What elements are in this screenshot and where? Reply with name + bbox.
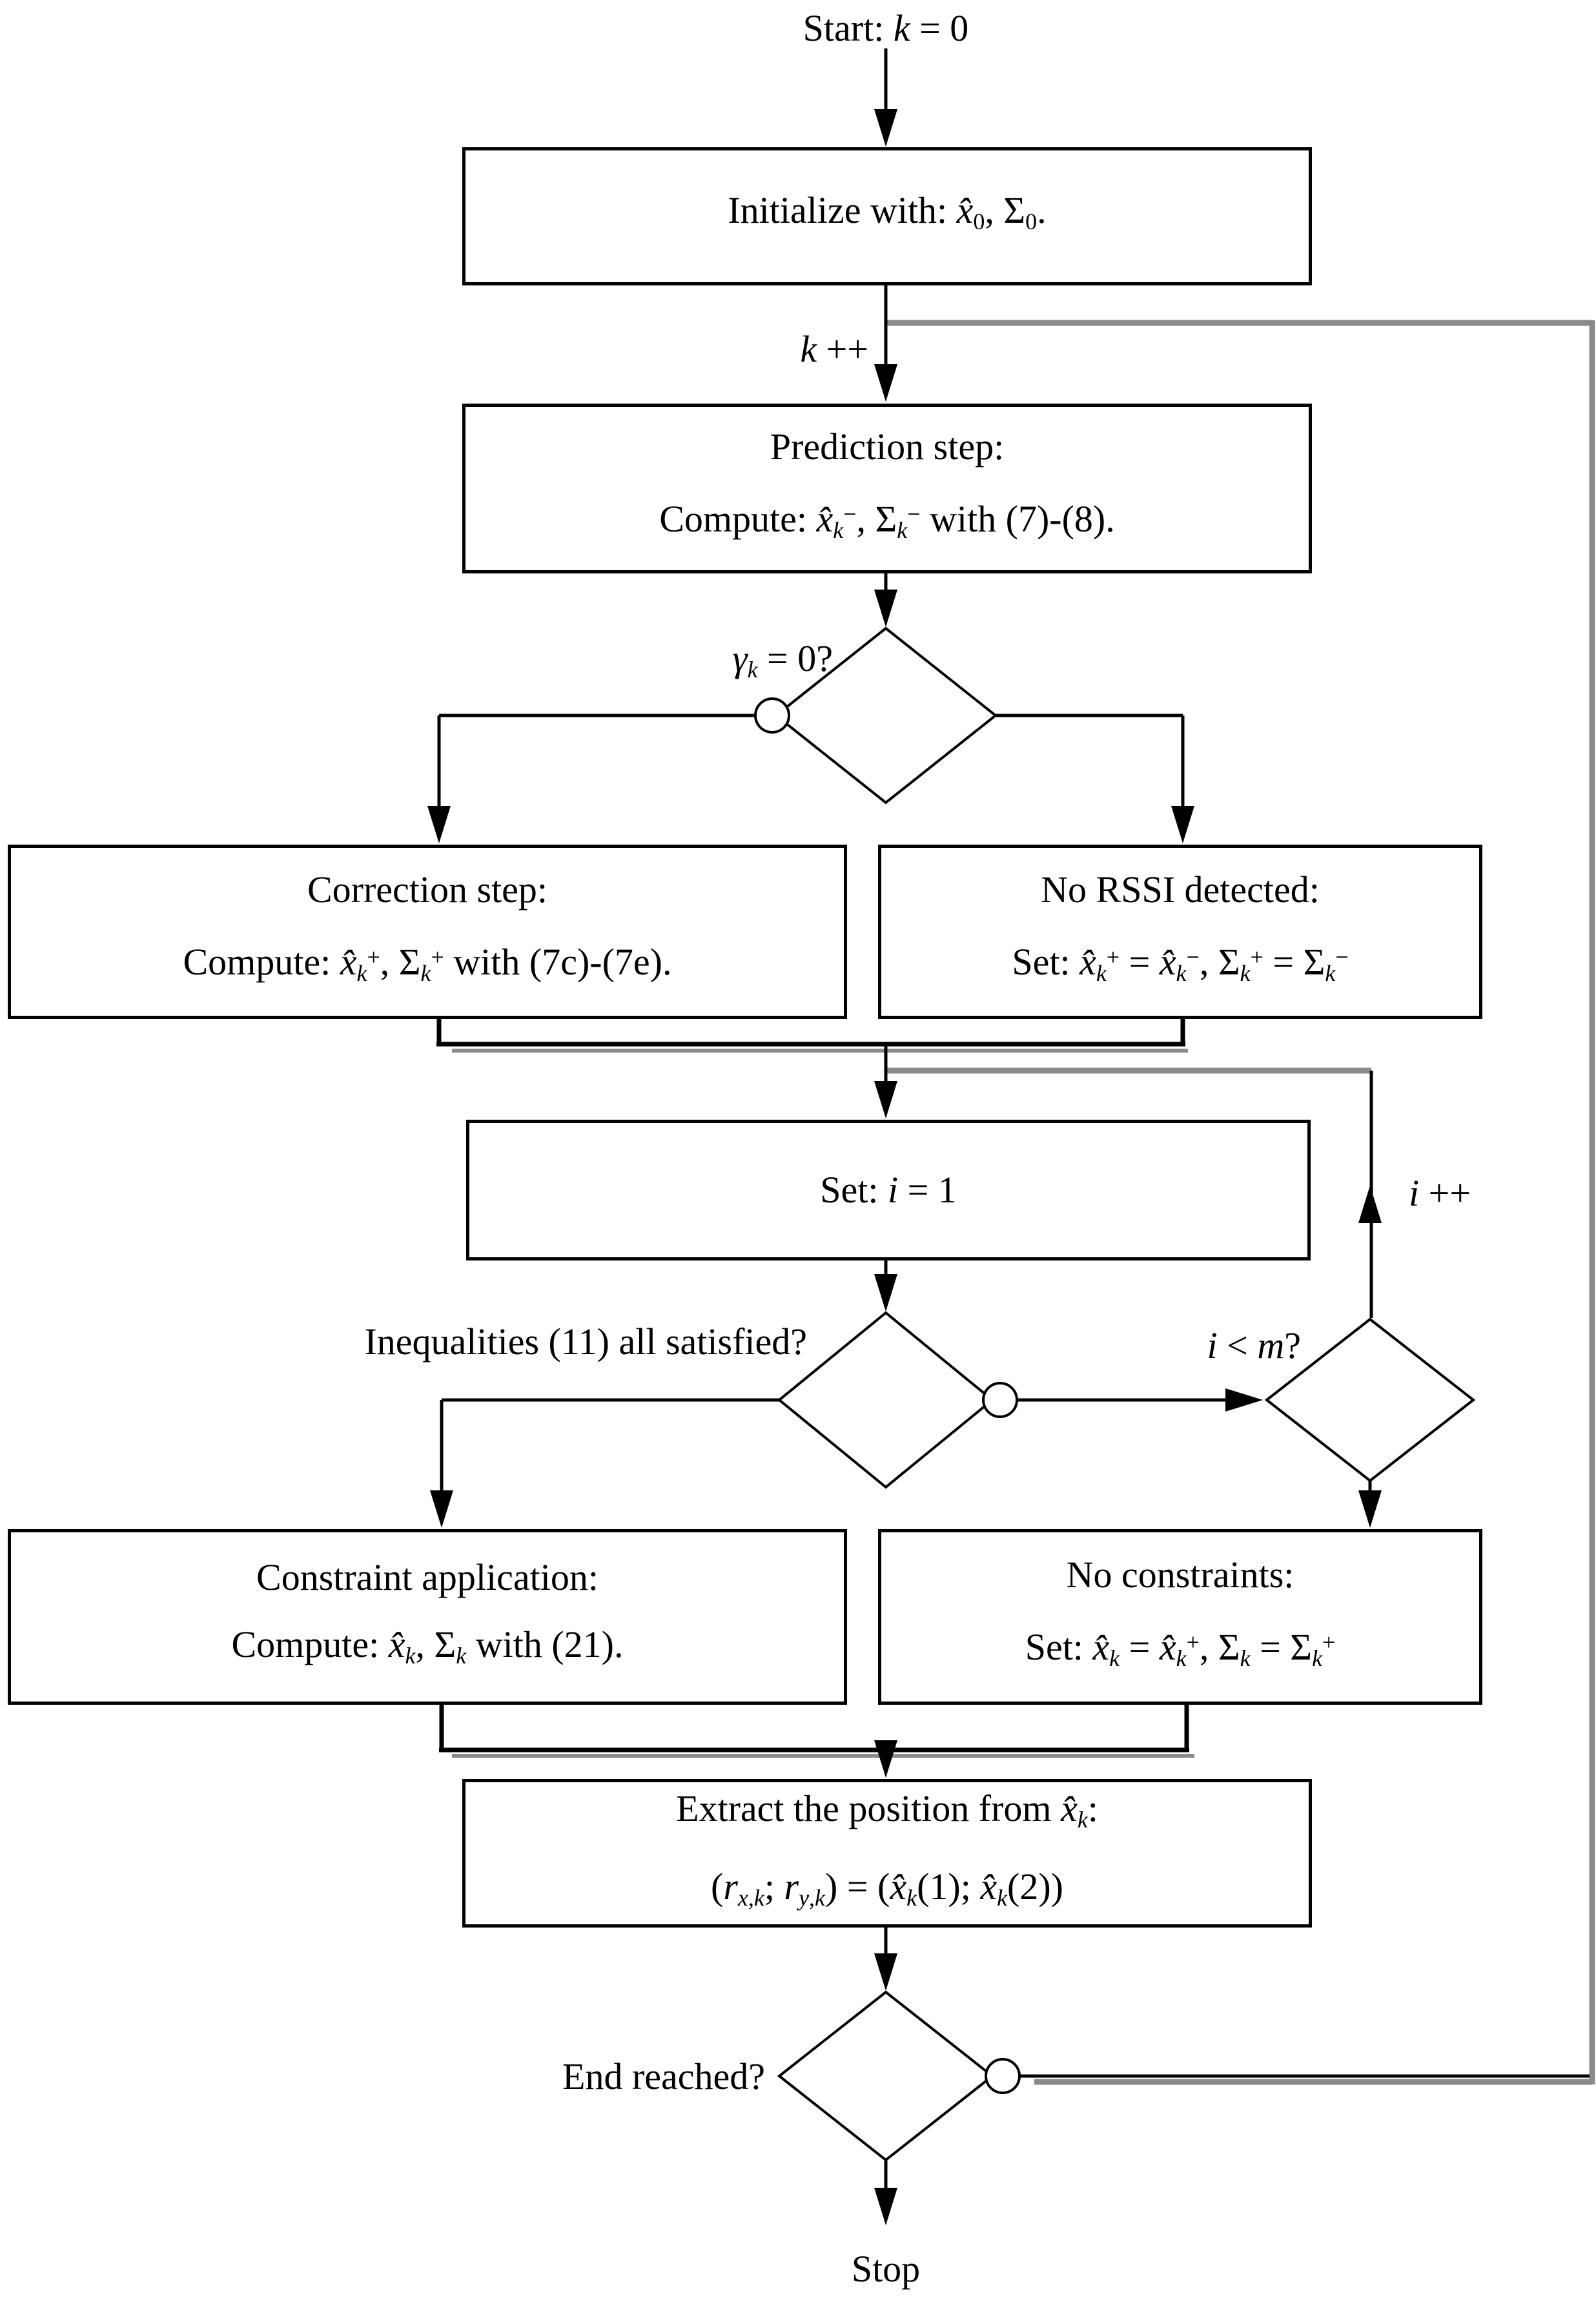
iterations-decision-label: i < m? [1207,1324,1301,1366]
merge1-junction-lines [436,1019,1185,1047]
i-increment-label: i ++ [1409,1172,1471,1214]
extract-position-box-line2: (rx,k; ry,k) = (x̂k(1); x̂k(2)) [711,1866,1063,1911]
correction-box-line1: Correction step: [307,869,548,911]
arrowhead-into-iterations-decision [1225,1388,1263,1412]
set-iteration-box-text: Set: i = 1 [820,1169,957,1211]
arrowhead-into-initialize [874,109,897,147]
extract-position-box-line1: Extract the position from x̂k: [676,1787,1098,1833]
initialize-box-text: Initialize with: x̂0, Σ0. [728,189,1047,235]
no-rssi-box-line2: Set: x̂k+ = x̂k−, Σk+ = Σk− [1012,941,1349,987]
arrowhead-into-extract [874,1740,897,1778]
prediction-box: Prediction step: Compute: x̂k−, Σk− with… [462,404,1312,573]
prediction-box-line1: Prediction step: [770,425,1005,468]
initialize-box: Initialize with: x̂0, Σ0. [462,147,1312,285]
arrowhead-into-inequality-decision [874,1274,897,1311]
arrowhead-into-prediction [874,364,897,402]
arrowhead-into-constraint [430,1490,453,1528]
arrowhead-into-rssi-decision [874,590,897,627]
end-decision-diamond [777,1990,995,2162]
merge2-junction-lines [439,1705,1189,1753]
correction-box: Correction step: Compute: x̂k+, Σk+ with… [8,845,847,1019]
arrowhead-into-noconstraints [1358,1490,1382,1528]
k-increment-label: k ++ [800,328,868,370]
prediction-box-line2: Compute: x̂k−, Σk− with (7)-(8). [659,498,1115,544]
end-decision-label: End reached? [562,2055,765,2097]
arrowhead-into-stop [874,2188,897,2225]
arrowhead-into-norssi [1171,806,1194,843]
constraint-box: Constraint application: Compute: x̂k, Σk… [8,1529,847,1705]
edge-rssi-yes-to-norssi [996,714,1185,807]
rssi-decision-label: γk = 0? [732,637,833,683]
inequality-decision-diamond [777,1311,995,1489]
rssi-no-circle [754,697,790,734]
rssi-decision-diamond [773,626,998,805]
inequality-decision-label: Inequalities (11) all satisfied? [364,1321,807,1363]
edge-inequality-yes-to-constraint [440,1398,779,1492]
end-no-circle [985,2058,1021,2094]
constraint-box-line1: Constraint application: [256,1556,598,1599]
start-label: Start: k = 0 [803,7,969,49]
inequality-no-circle [982,1382,1018,1418]
edge-rssi-no-to-correction [437,714,758,807]
correction-box-line2: Compute: x̂k+, Σk+ with (7c)-(7e). [183,941,672,987]
arrowhead-into-set [874,1081,897,1118]
set-iteration-box: Set: i = 1 [466,1120,1311,1260]
no-rssi-box: No RSSI detected: Set: x̂k+ = x̂k−, Σk+ … [878,845,1482,1019]
arrowhead-into-correction [427,806,451,843]
extract-position-box: Extract the position from x̂k: (rx,k; ry… [462,1779,1312,1928]
arrowhead-i-loop-up [1358,1186,1382,1223]
no-constraints-box-line2: Set: x̂k = x̂k+, Σk = Σk+ [1025,1626,1336,1672]
no-rssi-box-line1: No RSSI detected: [1041,869,1320,911]
arrowhead-into-end-decision [874,1953,897,1991]
no-constraints-box-line1: No constraints: [1066,1554,1294,1596]
stop-label: Stop [851,2248,921,2290]
iterations-decision-diamond [1264,1317,1476,1483]
constraint-box-line2: Compute: x̂k, Σk with (21). [231,1623,624,1669]
no-constraints-box: No constraints: Set: x̂k = x̂k+, Σk = Σk… [878,1529,1482,1705]
